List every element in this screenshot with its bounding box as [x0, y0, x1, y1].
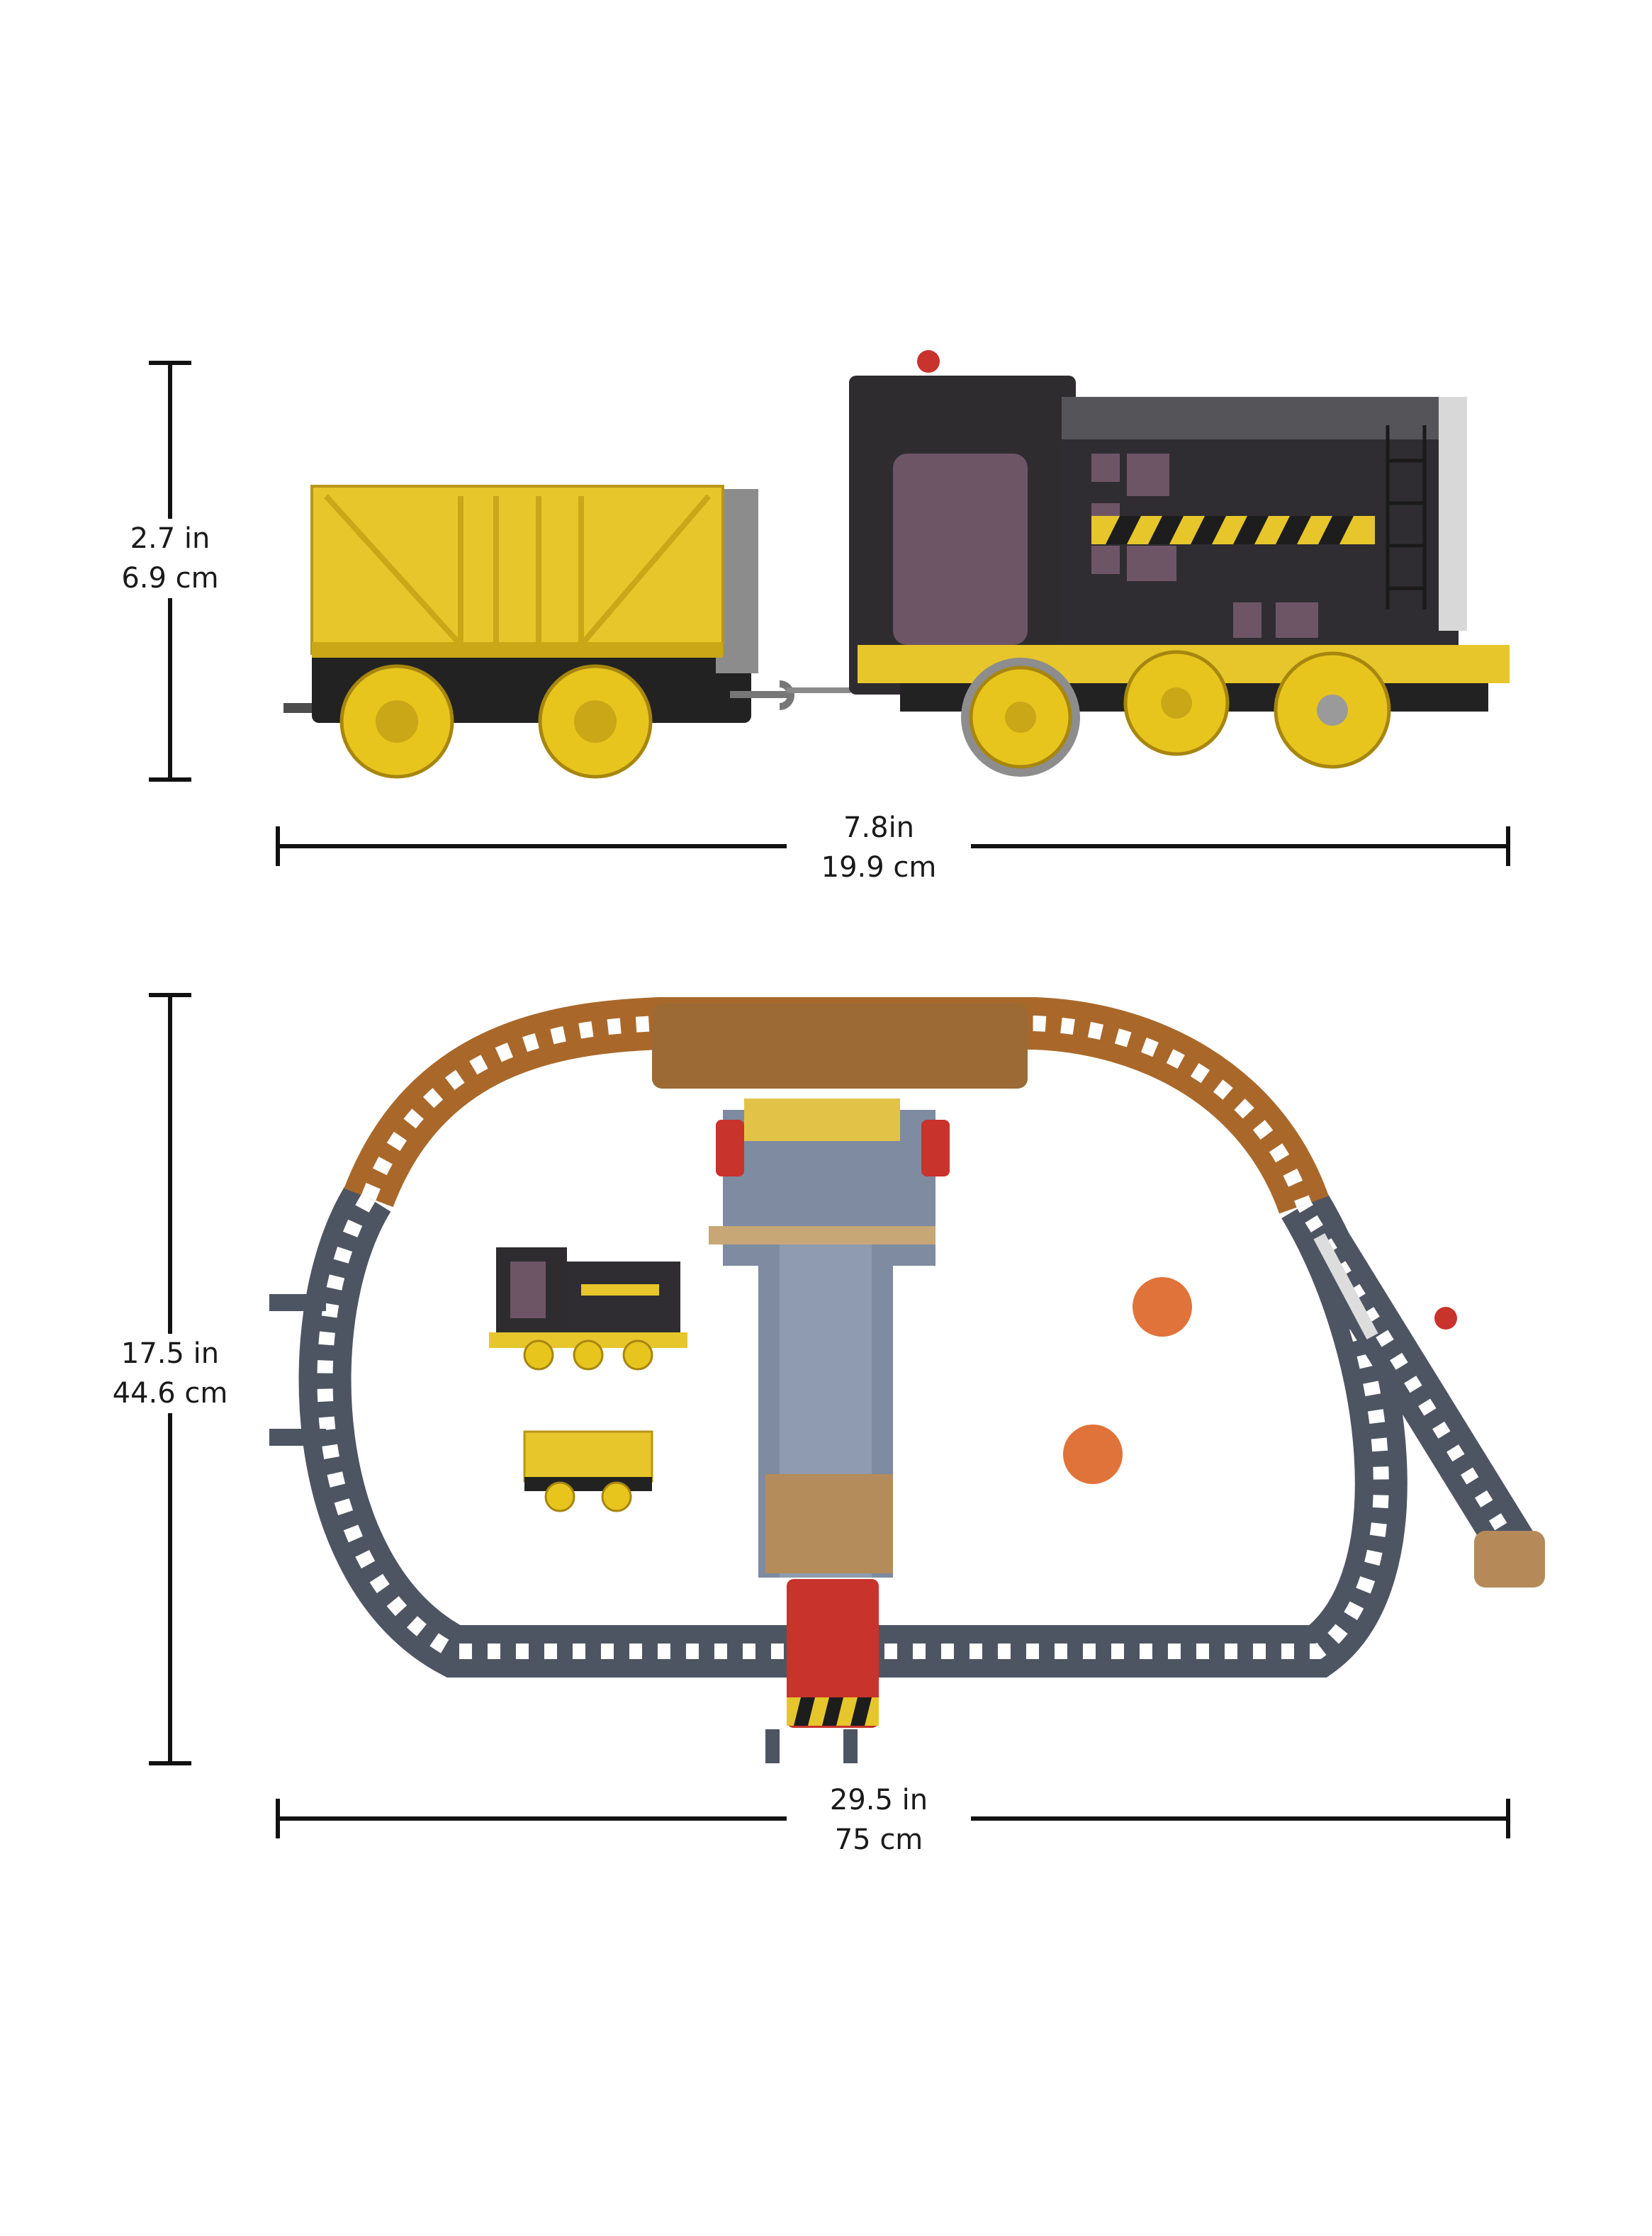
track-layout — [269, 997, 1545, 1763]
bottom-height-inches: 17.5 in — [120, 1337, 220, 1370]
yellow-wagon — [283, 485, 794, 779]
mini-wagon — [523, 1430, 653, 1512]
bottom-width-centimeters: 75 cm — [834, 1824, 923, 1856]
top-height-centimeters: 6.9 cm — [121, 562, 219, 595]
cargo-discs — [1063, 1277, 1192, 1484]
bottom-width-inches: 29.5 in — [829, 1784, 928, 1816]
top-width-inches: 7.8in — [843, 811, 915, 844]
mini-locomotive — [489, 1247, 687, 1371]
bottom-height-centimeters: 44.6 cm — [112, 1377, 228, 1410]
bottom-height-label: 17.5 in 44.6 cm — [92, 1334, 248, 1413]
top-width-label: 7.8in 19.9 cm — [787, 808, 971, 887]
top-height-label: 2.7 in 6.9 cm — [99, 519, 241, 598]
top-height-inches: 2.7 in — [130, 522, 210, 555]
black-locomotive — [787, 350, 1510, 777]
top-width-centimeters: 19.9 cm — [821, 851, 937, 884]
bottom-width-label: 29.5 in 75 cm — [787, 1780, 971, 1860]
crane-tower — [709, 1099, 950, 1728]
